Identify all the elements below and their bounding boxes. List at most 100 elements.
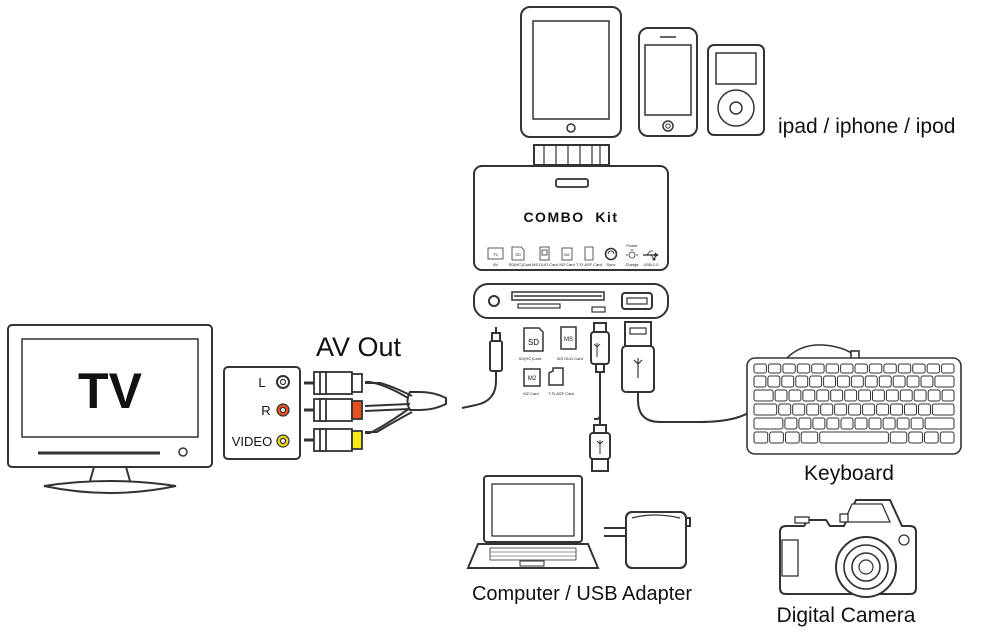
keyboard-key: [830, 389, 844, 402]
keyboard-key: [889, 431, 908, 444]
digital-camera-illustration: [779, 499, 917, 598]
keyboard-key: [924, 417, 955, 430]
keyboard-key: [924, 431, 939, 444]
tflash-card-caption: T-FLASF Card: [548, 391, 574, 396]
rca-video-label: VIDEO: [232, 434, 272, 449]
keyboard-key: [868, 363, 883, 374]
keyboard-key: [753, 389, 774, 402]
keyboard-key: [774, 389, 788, 402]
rca-input-panel: L R VIDEO: [223, 366, 301, 460]
keyboard-key: [850, 375, 864, 388]
keyboard-key: [876, 403, 890, 416]
keyboard-key: [800, 431, 819, 444]
keyboard-key: [819, 431, 889, 444]
keyboard-key: [920, 375, 934, 388]
keyboard-key: [872, 389, 885, 402]
keyboard-key: [837, 375, 850, 388]
keyboard-key: [858, 389, 871, 402]
keyboard-key: [753, 431, 769, 444]
rca-plug-red: [304, 398, 363, 422]
svg-text:SD: SD: [528, 338, 539, 347]
caption-sync: Sync: [607, 262, 616, 267]
camera-label: Digital Camera: [777, 604, 916, 627]
rca-l-label: L: [258, 375, 265, 390]
ms-port-icon: [539, 246, 550, 261]
keyboard-key: [868, 417, 882, 430]
m2-card: M2 M2 Card: [523, 368, 541, 396]
keyboard-key: [941, 389, 955, 402]
keyboard-key: [753, 403, 778, 416]
usb-power-adapter: [604, 511, 691, 569]
keyboard-key: [878, 375, 892, 388]
svg-text:Power: Power: [626, 243, 638, 248]
keyboard-key: [802, 389, 816, 402]
ms-card-caption: MS DUO Card: [557, 356, 583, 361]
keyboard-key: [885, 389, 899, 402]
keyboard-key: [897, 363, 912, 374]
keyboard-key: [899, 389, 913, 402]
rca-plug-yellow: [304, 428, 363, 452]
keyboard-key: [892, 375, 906, 388]
svg-text:SD: SD: [515, 252, 521, 257]
keyboard-key: [848, 403, 862, 416]
sd-card: SD SD(HC)Card: [519, 327, 544, 361]
keyboard-key: [781, 375, 795, 388]
sd-card-caption: SD(HC)Card: [519, 356, 542, 361]
keyboard-key: [798, 417, 812, 430]
tv-port-icon: TV: [487, 247, 504, 260]
keyboard-key: [753, 363, 767, 374]
keyboard-key: [784, 417, 798, 430]
keyboard-key: [812, 417, 826, 430]
usb-icon: [643, 250, 659, 261]
keyboard-key: [941, 363, 955, 374]
mini-usb-cable: [589, 322, 611, 472]
tv-label: TV: [78, 363, 143, 419]
tv-illustration: [7, 324, 213, 494]
keyboard-key: [926, 363, 940, 374]
keyboard-keys: [753, 363, 955, 444]
keyboard-key: [767, 363, 782, 374]
caption-usb: USB 2.0: [644, 262, 660, 267]
m2-port-icon: M2: [561, 247, 573, 261]
svg-text:M2: M2: [564, 252, 570, 257]
kit-port-captions: AV SD(HC)Card MS DUO Card M2 Card T-FLAS…: [493, 262, 659, 267]
keyboard-key: [854, 417, 868, 430]
keyboard-key: [840, 417, 854, 430]
caption-tflash: T-FLASF Card: [576, 262, 602, 267]
keyboard-key: [890, 403, 903, 416]
devices-label: ipad / iphone / ipod: [778, 115, 955, 138]
keyboard-key: [834, 403, 848, 416]
caption-charge: Charge: [625, 262, 639, 267]
keyboard-key: [896, 417, 910, 430]
keyboard-key: [753, 375, 767, 388]
dock-connector: [533, 144, 610, 166]
caption-av: AV: [493, 262, 498, 267]
rca-plug-white: [304, 371, 363, 395]
keyboard-key: [820, 403, 834, 416]
keyboard-key: [826, 417, 840, 430]
keyboard-key: [825, 363, 839, 374]
ipod-illustration: [707, 44, 765, 136]
tflash-port-icon: [584, 246, 594, 261]
keyboard-key: [816, 389, 830, 402]
power-charge-icon: Power: [626, 243, 638, 259]
computer-label: Computer / USB Adapter: [472, 583, 692, 605]
keyboard-key: [918, 403, 931, 416]
keyboard-key: [769, 431, 784, 444]
keyboard-key: [882, 417, 896, 430]
combo-kit-box: COMBO Kit TV SD M2: [473, 165, 669, 271]
m2-card-caption: M2 Card: [523, 391, 538, 396]
keyboard-key: [913, 389, 927, 402]
keyboard-key: [908, 431, 923, 444]
keyboard-key: [782, 363, 796, 374]
keyboard-key: [811, 363, 825, 374]
keyboard-key: [823, 375, 836, 388]
keyboard-key: [796, 363, 811, 374]
caption-sd: SD(HC)Card: [509, 262, 532, 267]
laptop-illustration: [466, 475, 600, 569]
keyboard-key: [906, 375, 920, 388]
ms-duo-card: MS MS DUO Card: [557, 326, 583, 361]
sync-icon: [604, 247, 618, 261]
keyboard-key: [883, 363, 897, 374]
